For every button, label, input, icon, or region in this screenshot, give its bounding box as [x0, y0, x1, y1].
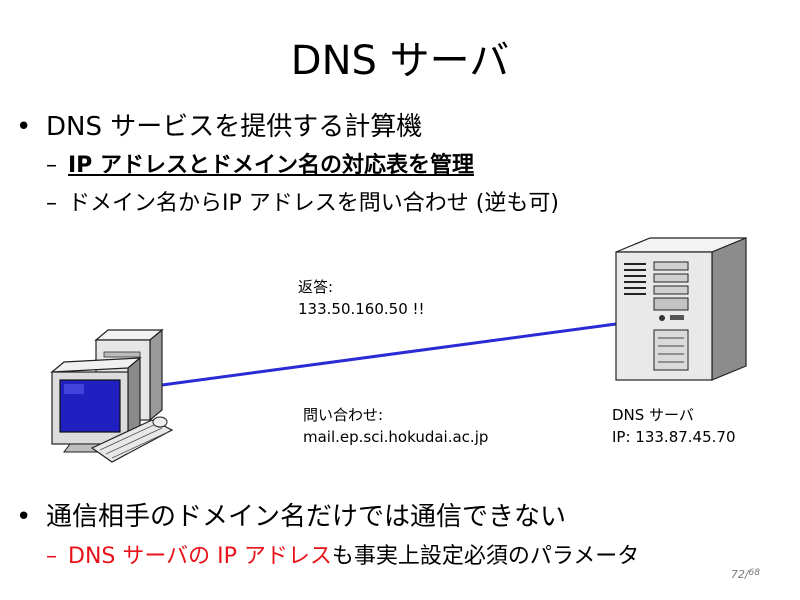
- query-label: 問い合わせ:: [303, 406, 384, 424]
- server-label: DNS サーバ: [612, 406, 694, 424]
- reply-label: 返答:: [298, 278, 334, 296]
- server-label-block: DNS サーバ IP: 133.87.45.70: [612, 404, 736, 448]
- sub-item-dns-ip-rest: も事実上設定必須のパラメータ: [331, 544, 640, 569]
- query-value: mail.ep.sci.hokudai.ac.jp: [303, 428, 489, 446]
- dash-marker: –: [46, 191, 57, 216]
- reply-label-block: 返答: 133.50.160.50 !!: [298, 276, 425, 320]
- bullet-dot: •: [16, 112, 32, 142]
- connection-line: [161, 322, 617, 387]
- sub-item-dns-ip-red: DNS サーバの IP アドレス: [68, 544, 332, 569]
- dash-marker: –: [46, 544, 57, 569]
- bullet-domain-not-enough: • 通信相手のドメイン名だけでは通信できない: [16, 496, 566, 533]
- sub-item-query-text: ドメイン名からIP アドレスを問い合わせ (逆も可): [68, 191, 559, 216]
- server-ip: IP: 133.87.45.70: [612, 428, 736, 446]
- bullet-dns-service: • DNS サービスを提供する計算機: [16, 106, 422, 143]
- desktop-computer-icon: [50, 328, 174, 463]
- sub-item-table: –IP アドレスとドメイン名の対応表を管理: [46, 147, 474, 179]
- sub-item-query: –ドメイン名からIP アドレスを問い合わせ (逆も可): [46, 185, 559, 217]
- reply-value: 133.50.160.50 !!: [298, 300, 425, 318]
- bullet-dns-service-text: DNS サービスを提供する計算機: [46, 112, 423, 142]
- slide-title: DNS サーバ: [290, 38, 510, 84]
- query-label-block: 問い合わせ: mail.ep.sci.hokudai.ac.jp: [303, 404, 488, 448]
- sub-item-dns-ip: –DNS サーバの IP アドレスも事実上設定必須のパラメータ: [46, 538, 639, 570]
- bullet-domain-not-enough-text: 通信相手のドメイン名だけでは通信できない: [46, 502, 567, 532]
- bullet-dot: •: [16, 502, 32, 532]
- sub-item-table-text: IP アドレスとドメイン名の対応表を管理: [68, 153, 474, 178]
- page-number: 72/68: [730, 568, 760, 581]
- dash-marker: –: [46, 153, 57, 178]
- page-total: 68: [748, 568, 760, 578]
- page-current: 72: [730, 568, 745, 581]
- tower-server-icon: [615, 237, 747, 381]
